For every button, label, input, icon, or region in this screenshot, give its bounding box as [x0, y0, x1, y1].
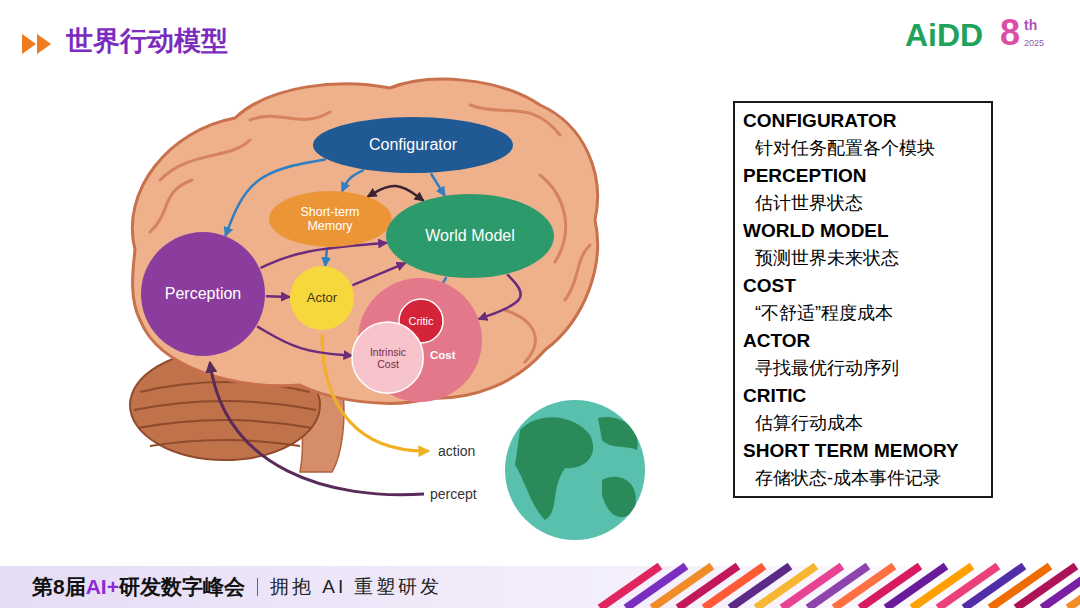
globe: [505, 400, 645, 540]
brain-fold: [565, 245, 590, 300]
event-name: 第8届: [32, 573, 86, 601]
connector-arrow: [368, 186, 423, 200]
actor-circle-fill: [290, 266, 354, 330]
module-description: 存储状态-成本事件记录: [743, 465, 983, 492]
connector-arrow: [431, 174, 444, 195]
brain-fold: [505, 310, 535, 362]
node-label: Actor: [307, 291, 337, 306]
node-label: Intrinsic Cost: [365, 346, 412, 370]
perception-circle: Perception: [141, 232, 265, 356]
cerebellum-fold: [138, 420, 312, 428]
node-label: Perception: [165, 285, 242, 303]
text-block: Critic: [408, 315, 433, 328]
text-block: Intrinsic Cost: [365, 346, 412, 370]
world-model-ellipse: World Model: [386, 194, 554, 278]
brain-fold: [160, 140, 250, 180]
node-label: Cost: [430, 349, 456, 362]
module-description: 预测世界未来状态: [743, 245, 983, 272]
legend-panel: CONFIGURATOR针对任务配置各个模块PERCEPTION估计世界状态WO…: [733, 101, 993, 498]
memory-ellipse-fill: [269, 191, 392, 247]
module-description: 针对任务配置各个模块: [743, 135, 983, 162]
logo-text: AiDD: [905, 17, 983, 54]
banner-band: [0, 566, 1080, 608]
module-description: 估计世界状态: [743, 190, 983, 217]
text-block: Perception: [165, 285, 242, 303]
title-icon: [22, 34, 36, 54]
connector-arrow: [479, 275, 520, 319]
logo-year: 2025: [1024, 38, 1044, 48]
event-name: 研发数字峰会: [119, 573, 245, 601]
text-block: CONFIGURATOR针对任务配置各个模块PERCEPTION估计世界状态WO…: [743, 107, 983, 492]
node-label: Critic: [408, 315, 433, 328]
actor-circle: Actor: [290, 266, 354, 330]
configurator-ellipse: Configurator: [313, 117, 513, 173]
module-heading: PERCEPTION: [743, 162, 983, 190]
brain-fold: [150, 180, 192, 232]
cerebellum-fold: [150, 440, 300, 446]
module-heading: SHORT TERM MEMORY: [743, 437, 983, 465]
text-block: Actor: [307, 291, 337, 306]
connector-arrow: [267, 295, 289, 298]
memory-ellipse: Short-term Memory: [269, 191, 392, 247]
brain-outline: [132, 79, 597, 403]
connector-arrow: [258, 327, 352, 356]
slide-title: 世界行动模型: [66, 26, 228, 57]
intrinsic-cost-circle-fill: [352, 322, 423, 393]
module-heading: CRITIC: [743, 382, 983, 410]
module-description: “不舒适”程度成本: [743, 300, 983, 327]
module-heading: CONFIGURATOR: [743, 107, 983, 135]
logo-suffix: th: [1024, 17, 1037, 33]
connector-arrow: [325, 249, 327, 265]
banner-stripes: [600, 566, 1080, 608]
connector-arrow: [342, 170, 362, 190]
text-block: Cost: [430, 349, 456, 362]
banner-text-row: 第8届AI+研发数字峰会拥抱 AI 重塑研发: [32, 571, 442, 603]
intrinsic-cost-circle: Intrinsic Cost: [352, 322, 423, 393]
event-name: AI+: [86, 575, 119, 599]
module-description: 估算行动成本: [743, 410, 983, 437]
module-heading: COST: [743, 272, 983, 300]
configurator-ellipse-fill: [313, 117, 513, 173]
text-block: Short-term Memory: [288, 205, 372, 234]
continent: [602, 477, 636, 517]
text-block: Configurator: [369, 136, 457, 154]
title-icon: [37, 34, 51, 54]
world-model-ellipse-fill: [386, 194, 554, 278]
text-block: World Model: [425, 227, 515, 245]
continent: [598, 417, 638, 450]
connector-arrow: [353, 263, 404, 285]
brain-fold: [250, 112, 330, 120]
continent: [515, 417, 593, 520]
action-label: action: [438, 443, 475, 459]
logo-number: 8: [1000, 12, 1020, 53]
node-label: Short-term Memory: [288, 205, 372, 234]
node-label: Configurator: [369, 136, 457, 154]
separator: [257, 578, 258, 596]
percept-label: percept: [430, 486, 477, 502]
cost-circle: Cost CriticIntrinsic Cost: [358, 278, 482, 402]
node-label: World Model: [425, 227, 515, 245]
module-heading: ACTOR: [743, 327, 983, 355]
event-slogan: 拥抱 AI 重塑研发: [270, 574, 443, 600]
module-heading: WORLD MODEL: [743, 217, 983, 245]
module-description: 寻找最优行动序列: [743, 355, 983, 382]
banner-stripe: [1068, 566, 1080, 608]
perception-circle-fill: [141, 232, 265, 356]
